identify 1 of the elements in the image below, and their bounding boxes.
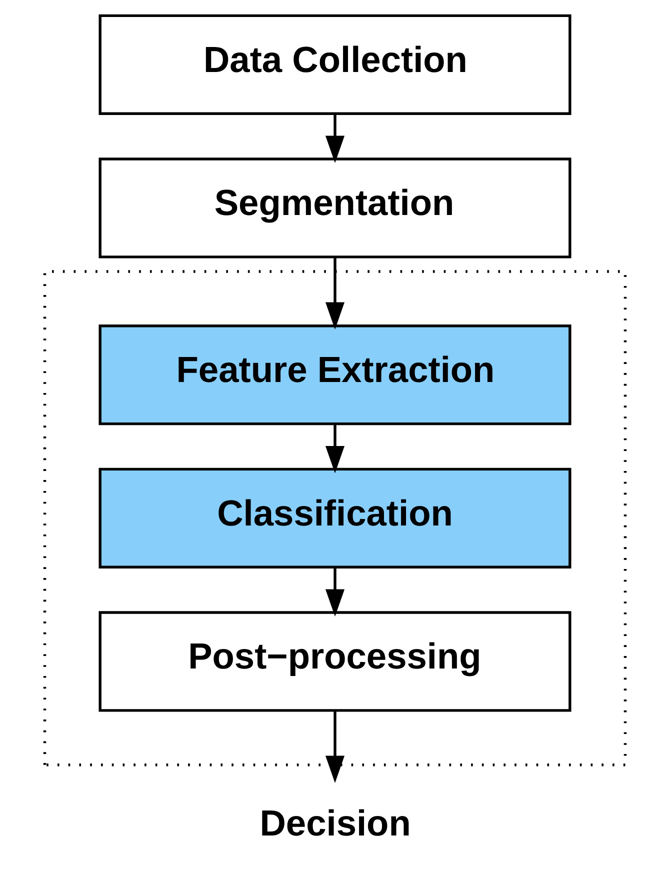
node-text: Decision <box>260 802 411 844</box>
